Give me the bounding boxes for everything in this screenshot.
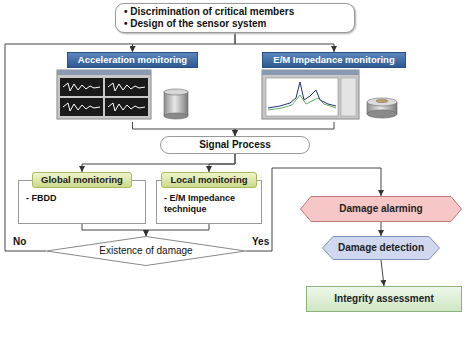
monitoring-group: Local monitoring- E/M Impedance techniqu… xyxy=(156,172,262,224)
connector xyxy=(146,224,209,236)
node-text: Acceleration monitoring xyxy=(67,52,198,68)
node-text: Damage alarming xyxy=(339,203,422,215)
node-text: Global monitoring xyxy=(32,172,132,188)
connector xyxy=(133,33,236,52)
process-box: Signal Process xyxy=(160,136,310,154)
connector xyxy=(82,154,235,172)
monitoring-panel: E/M Impedance monitoring xyxy=(258,52,410,122)
impedance-screenshot xyxy=(262,70,359,119)
assessment-box: Integrity assessment xyxy=(306,286,462,312)
node-text: Integrity assessment xyxy=(334,293,434,305)
connector-label: No xyxy=(12,236,27,248)
node-body-text: • Design of the sensor system xyxy=(124,18,266,30)
alarm-hexagon: Damage alarming xyxy=(300,196,462,222)
shape-outline xyxy=(47,237,246,266)
connector-label: Yes xyxy=(251,236,270,248)
node-text: Damage detection xyxy=(338,242,424,254)
connector xyxy=(133,122,236,136)
node-text: Existence of damage xyxy=(99,245,192,257)
detection-hexagon: Damage detection xyxy=(322,236,440,260)
connector xyxy=(82,224,146,236)
node-body-text: - E/M Impedance technique xyxy=(156,188,262,219)
start-box: • Discrimination of critical members• De… xyxy=(115,3,355,33)
connector xyxy=(235,33,334,52)
shape-outline xyxy=(301,197,462,222)
connector xyxy=(381,222,382,236)
accelerometer-sensor xyxy=(164,89,188,119)
monitoring-group: Global monitoring- FBDD xyxy=(18,172,146,224)
connector xyxy=(235,122,334,136)
piezo-sensor xyxy=(367,98,397,118)
node-body-text: - FBDD xyxy=(18,188,146,208)
connector xyxy=(381,260,384,286)
acceleration-screenshot xyxy=(57,70,151,119)
node-text: E/M Impedance monitoring xyxy=(262,52,405,68)
node-text: Signal Process xyxy=(199,139,271,151)
node-text: • Discrimination of critical members xyxy=(124,6,294,18)
decision-diamond: Existence of damage xyxy=(46,236,246,266)
connector xyxy=(209,154,235,172)
shape-outline xyxy=(323,237,440,260)
monitoring-panel: Acceleration monitoring xyxy=(55,52,210,122)
node-text: Local monitoring xyxy=(161,172,256,188)
